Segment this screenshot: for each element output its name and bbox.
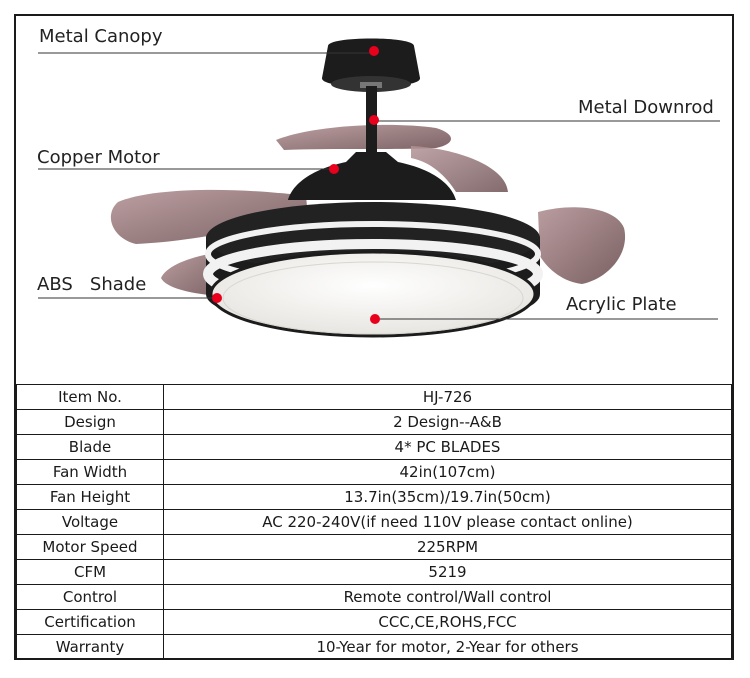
spec-value: 4* PC BLADES	[163, 434, 732, 460]
callout-canopy: Metal Canopy	[39, 26, 163, 47]
spec-label: Voltage	[16, 509, 164, 535]
marker-canopy	[369, 46, 379, 56]
spec-label: Certification	[16, 609, 164, 635]
blade-front-right	[538, 207, 626, 284]
spec-label: Item No.	[16, 384, 164, 410]
callout-shade: ABS Shade	[37, 274, 147, 295]
callout-motor: Copper Motor	[37, 147, 160, 168]
canopy	[321, 38, 421, 87]
spec-value: 13.7in(35cm)/19.7in(50cm)	[163, 484, 732, 510]
callout-plate: Acrylic Plate	[566, 294, 677, 315]
spec-value: Remote control/Wall control	[163, 584, 732, 610]
blade-back-top	[276, 124, 451, 150]
table-row: Item No.HJ-726	[16, 384, 732, 410]
spec-label: Motor Speed	[16, 534, 164, 560]
motor-housing	[288, 152, 456, 200]
marker-plate	[370, 314, 380, 324]
spec-label: Blade	[16, 434, 164, 460]
spec-label: Control	[16, 584, 164, 610]
marker-shade	[212, 293, 222, 303]
spec-value: HJ-726	[163, 384, 732, 410]
spec-value: 225RPM	[163, 534, 732, 560]
acrylic-plate	[209, 250, 537, 338]
spec-label: CFM	[16, 559, 164, 585]
spec-label: Fan Width	[16, 459, 164, 485]
spec-value: 2 Design--A&B	[163, 409, 732, 435]
marker-downrod	[369, 115, 379, 125]
spec-value: 10-Year for motor, 2-Year for others	[163, 634, 732, 660]
spec-value: CCC,CE,ROHS,FCC	[163, 609, 732, 635]
marker-motor	[329, 164, 339, 174]
fan-illustration: Metal Canopy Metal Downrod Copper Motor …	[16, 16, 736, 384]
spec-value: 42in(107cm)	[163, 459, 732, 485]
blade-back-left	[110, 189, 308, 244]
product-sheet: Metal Canopy Metal Downrod Copper Motor …	[14, 14, 734, 660]
spec-label: Warranty	[16, 634, 164, 660]
spec-value: 5219	[163, 559, 732, 585]
spec-label: Fan Height	[16, 484, 164, 510]
spec-value: AC 220-240V(if need 110V please contact …	[163, 509, 732, 535]
callout-downrod: Metal Downrod	[578, 97, 714, 118]
fan-drawing	[38, 38, 720, 338]
spec-label: Design	[16, 409, 164, 435]
blade-back-right	[411, 146, 508, 192]
